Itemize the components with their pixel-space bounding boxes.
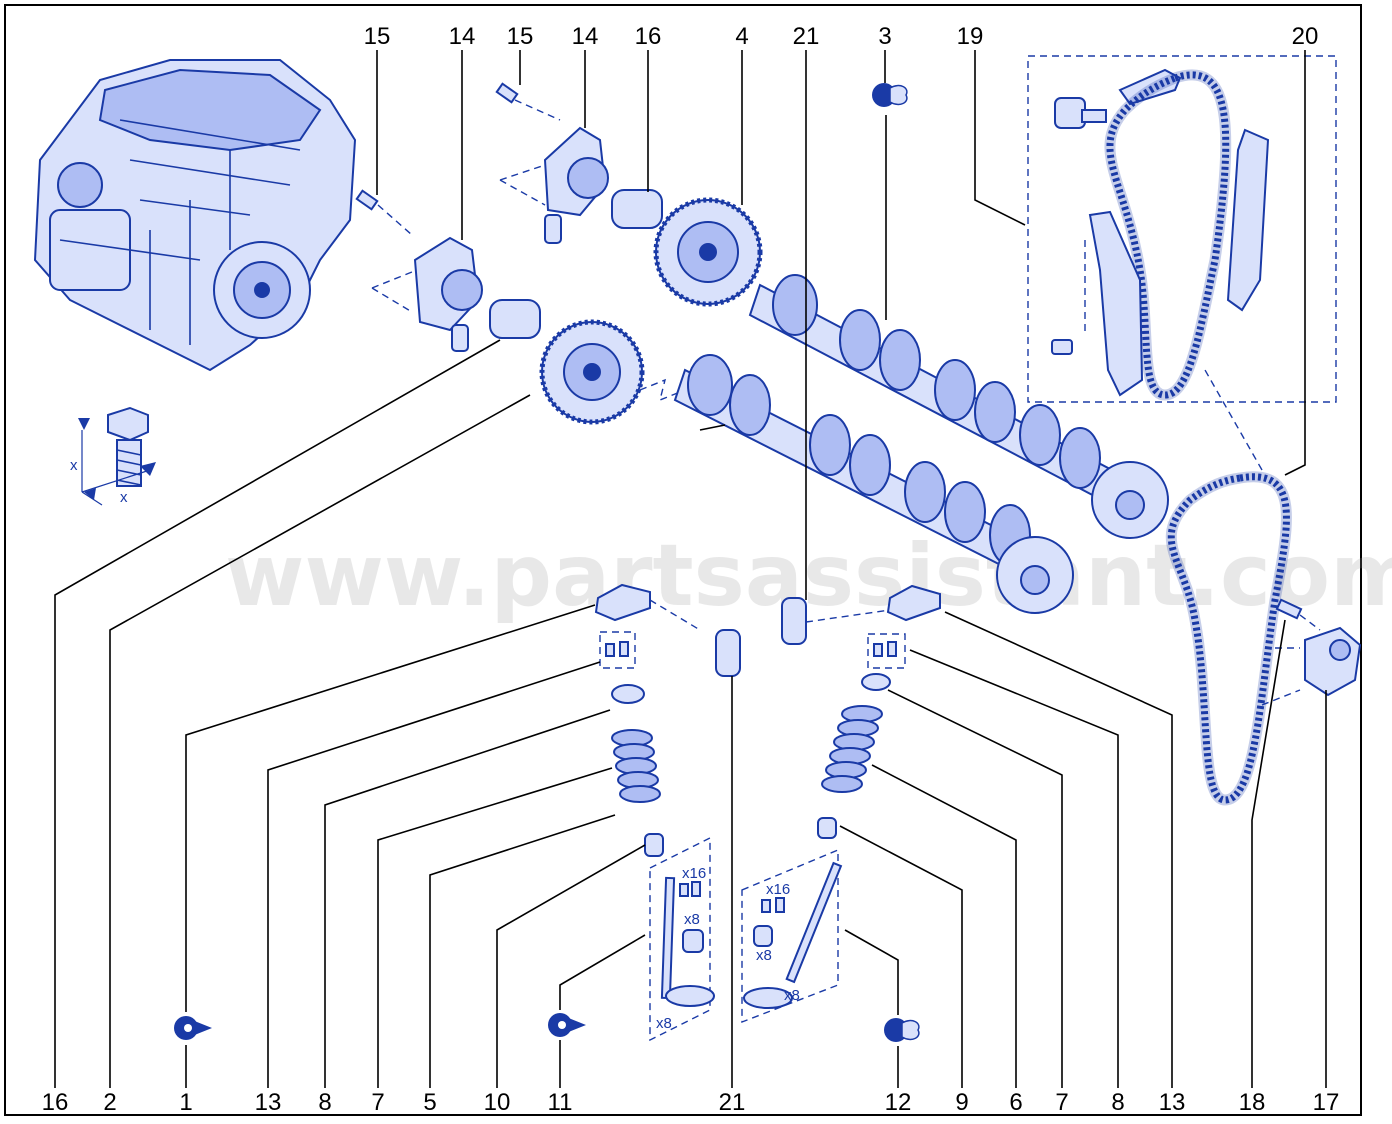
camshaft-intake-21 bbox=[673, 354, 1074, 614]
top-callouts: 15 14 15 14 16 4 21 3 19 20 bbox=[364, 23, 1319, 50]
torque-label-x-vertical: x bbox=[70, 457, 78, 474]
qty-exhaust-valve: x8 bbox=[784, 987, 800, 1004]
qty-exhaust-keeper: x16 bbox=[766, 881, 790, 898]
callout-bottom-1: 16 bbox=[42, 1089, 69, 1116]
callout-bottom-5: 8 bbox=[318, 1089, 331, 1116]
bolt-15-upper bbox=[495, 82, 519, 104]
bolt-15-lower bbox=[355, 189, 379, 211]
timing-chain-kit-19 bbox=[1027, 55, 1337, 471]
hydraulic-lifter-21-right bbox=[781, 597, 807, 645]
callout-bottom-15: 8 bbox=[1111, 1089, 1124, 1116]
qty-intake-valve: x8 bbox=[656, 1015, 672, 1032]
valve-stem-seal-9 bbox=[817, 817, 837, 839]
callout-top-8: 3 bbox=[878, 23, 891, 50]
callout-bottom-14: 7 bbox=[1055, 1089, 1068, 1116]
callout-top-10: 20 bbox=[1292, 23, 1319, 50]
callout-bottom-8: 10 bbox=[484, 1089, 511, 1116]
valvetrain-left: x16 x8 x8 bbox=[594, 583, 741, 1042]
callout-top-3: 15 bbox=[507, 23, 534, 50]
qty-intake-seal: x8 bbox=[684, 911, 700, 928]
qty-exhaust-seal: x8 bbox=[756, 947, 772, 964]
callout-bottom-11: 12 bbox=[885, 1089, 912, 1116]
callout-bottom-2: 2 bbox=[103, 1089, 116, 1116]
callout-top-4: 14 bbox=[572, 23, 599, 50]
timing-chain-20 bbox=[1165, 471, 1292, 806]
hydraulic-lifter-21-left bbox=[715, 629, 741, 677]
callout-bottom-18: 17 bbox=[1313, 1089, 1340, 1116]
callout-bottom-3: 1 bbox=[179, 1089, 192, 1116]
callout-bottom-17: 18 bbox=[1239, 1089, 1266, 1116]
reuse-part-icon-11 bbox=[548, 1013, 586, 1037]
callout-bottom-16: 13 bbox=[1159, 1089, 1186, 1116]
callout-bottom-4: 13 bbox=[255, 1089, 282, 1116]
replace-part-icon-12 bbox=[884, 1018, 920, 1042]
callout-top-9: 19 bbox=[957, 23, 984, 50]
intake-valve-11 bbox=[660, 876, 676, 1000]
valve-spring-6 bbox=[821, 705, 883, 793]
callout-top-5: 16 bbox=[635, 23, 662, 50]
spring-retainer-7-right bbox=[861, 673, 891, 691]
callout-bottom-7: 5 bbox=[423, 1089, 436, 1116]
callout-bottom-9: 11 bbox=[548, 1089, 573, 1116]
callout-top-2: 14 bbox=[449, 23, 476, 50]
oil-valve-16-lower bbox=[489, 299, 541, 339]
leader-lines bbox=[54, 50, 1327, 1088]
callout-bottom-10: 21 bbox=[719, 1089, 746, 1116]
exhaust-valve-12 bbox=[785, 861, 843, 984]
bottom-callouts: 16 2 1 13 8 7 5 10 11 21 12 9 6 7 8 13 1… bbox=[42, 1089, 1340, 1116]
callout-top-1: 15 bbox=[364, 23, 391, 50]
vvt-assembly-lower bbox=[355, 189, 681, 425]
valve-spring-5 bbox=[611, 729, 661, 803]
callout-top-6: 4 bbox=[735, 23, 748, 50]
kit-bolt bbox=[1054, 97, 1086, 129]
reuse-part-icon-1 bbox=[174, 1016, 212, 1040]
callout-bottom-12: 9 bbox=[955, 1089, 968, 1116]
callout-bottom-13: 6 bbox=[1009, 1089, 1022, 1116]
oil-valve-16-upper bbox=[611, 189, 663, 229]
chain-guide bbox=[1226, 128, 1270, 312]
watermark: www.partsassistant.com bbox=[225, 526, 1392, 626]
chain-tensioner-rail bbox=[1088, 210, 1144, 397]
chain-tensioner-17 bbox=[1261, 598, 1362, 706]
valvetrain-right: x16 x8 x8 bbox=[741, 584, 941, 1024]
camshaft-exhaust-3 bbox=[748, 274, 1169, 539]
rocker-arm-13-left bbox=[594, 583, 651, 622]
valve-stem-seal-10 bbox=[644, 833, 664, 857]
callout-bottom-6: 7 bbox=[371, 1089, 384, 1116]
rocker-arm-13-right bbox=[886, 584, 941, 622]
spring-retainer-7-left bbox=[611, 684, 645, 704]
bolt-torque-icon: x x bbox=[70, 406, 156, 506]
engine-illustration-icon bbox=[33, 59, 357, 372]
replace-part-icon-3 bbox=[872, 83, 908, 107]
qty-intake-keeper: x16 bbox=[682, 865, 706, 882]
callout-top-7: 21 bbox=[793, 23, 820, 50]
vvt-assembly-upper bbox=[495, 82, 763, 307]
torque-label-x-horizontal: x bbox=[120, 489, 128, 506]
